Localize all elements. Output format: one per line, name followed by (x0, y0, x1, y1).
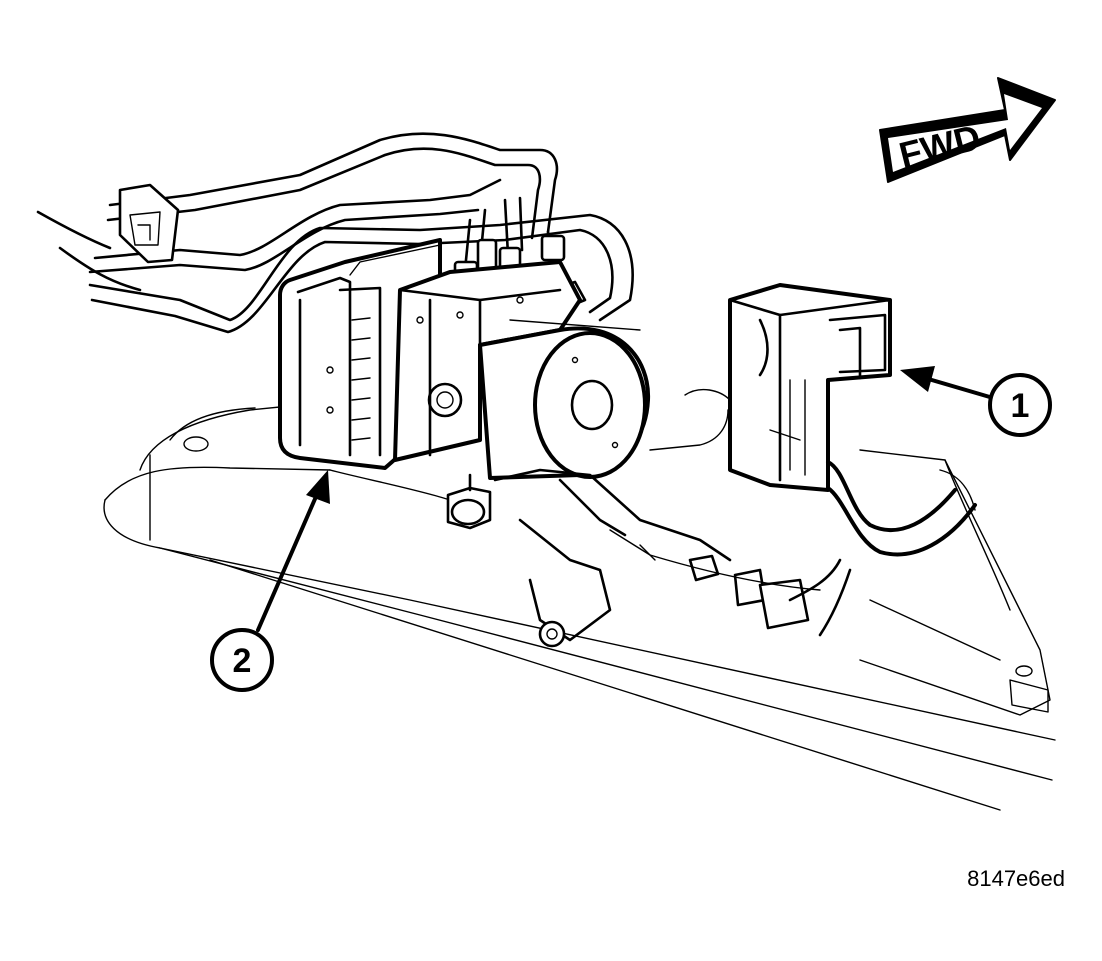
callout-2: 2 (210, 470, 330, 692)
sensor-connector-assembly (649, 283, 977, 637)
callout-1-number: 1 (1011, 387, 1030, 425)
mounting-bracket (493, 468, 821, 648)
callout-2-number: 2 (233, 642, 252, 680)
figure-reference: 8147e6ed (967, 866, 1065, 891)
callout-1-arrowhead (900, 366, 935, 392)
callout-2-leader (256, 490, 320, 632)
callout-1: 1 (900, 366, 1052, 437)
callout-2-circle (210, 628, 274, 692)
callout-2-arrowhead (306, 470, 330, 504)
callout-1-circle (988, 373, 1052, 437)
abs-module-assembly (278, 238, 651, 530)
crossmember-frame (103, 404, 1056, 811)
fwd-direction-arrow: FWD (879, 77, 1056, 183)
callout-1-leader (923, 376, 1002, 402)
